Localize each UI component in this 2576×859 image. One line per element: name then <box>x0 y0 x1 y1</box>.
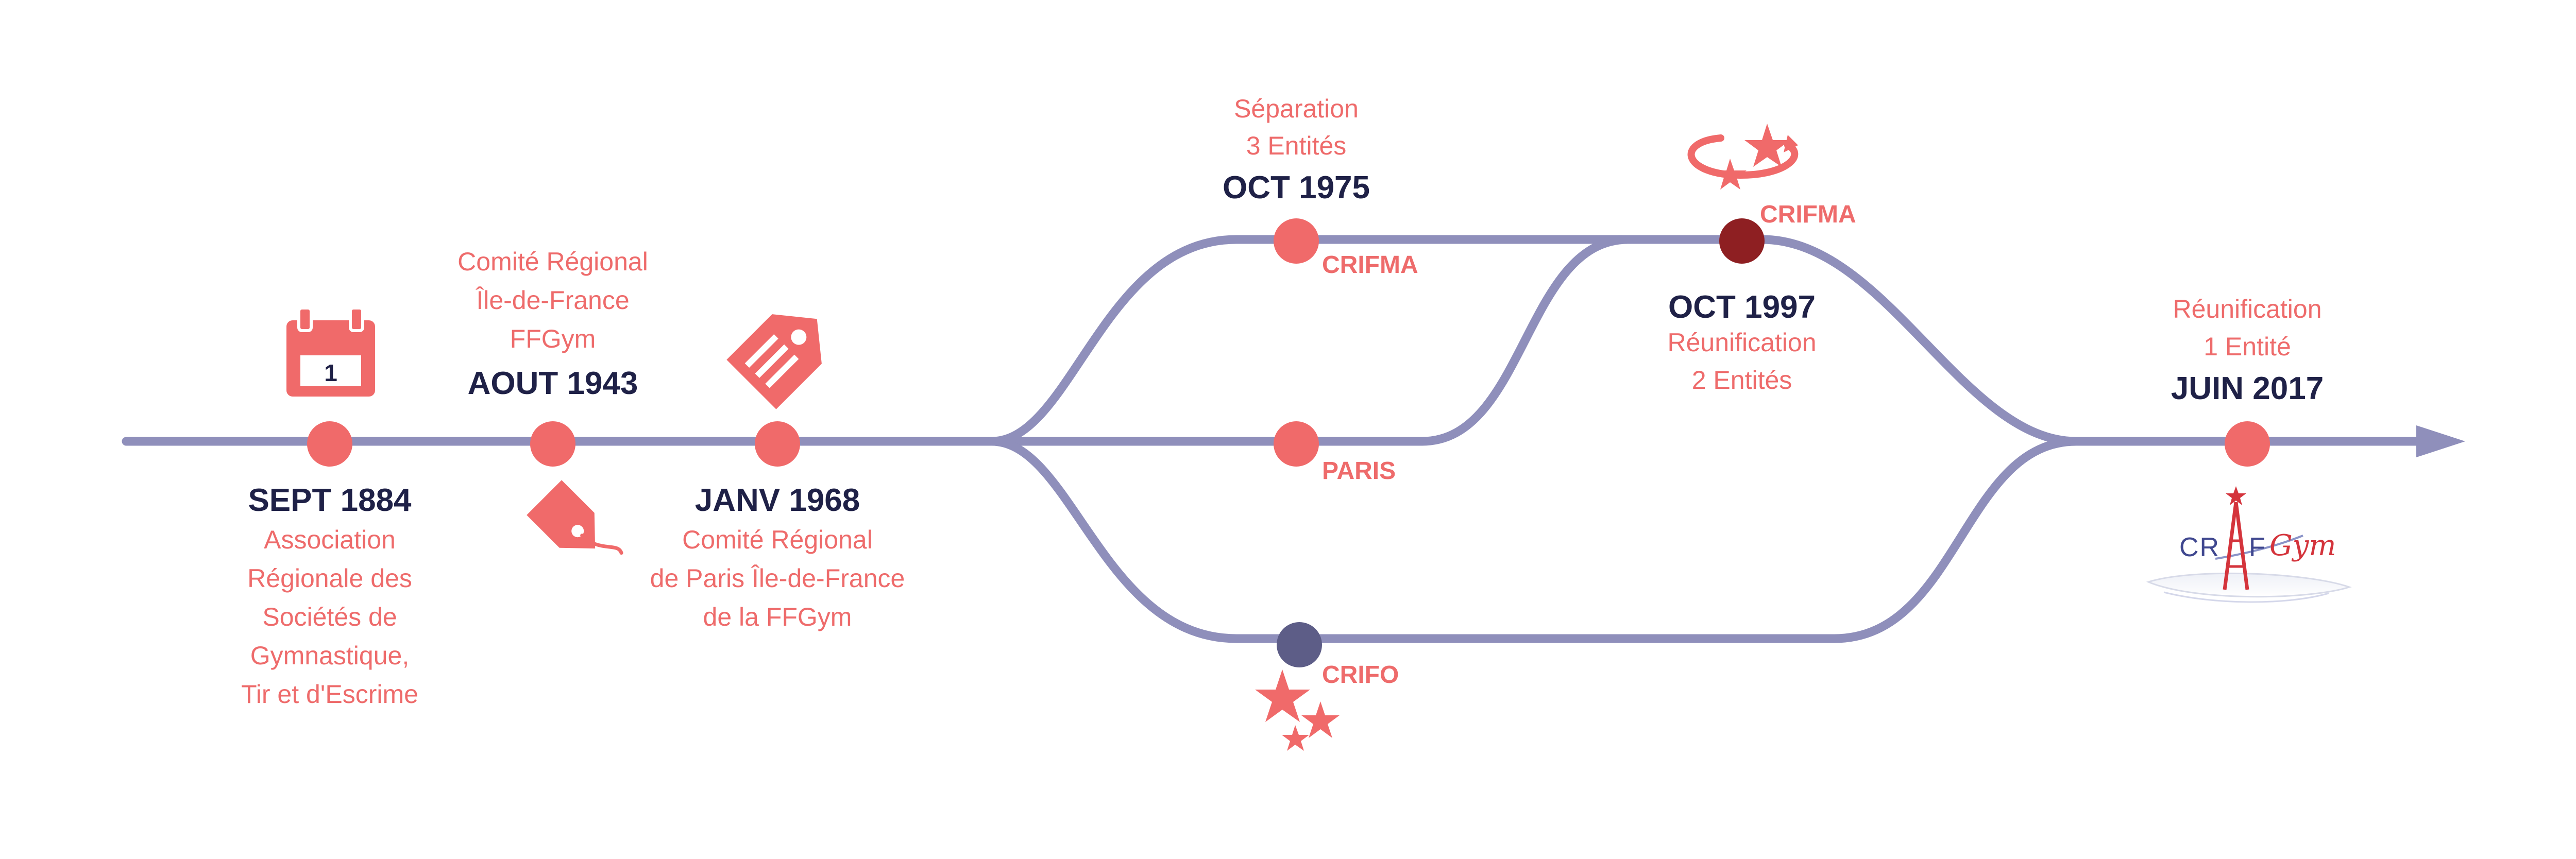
timeline-nodes <box>307 218 2270 667</box>
logo-text-cr: CR <box>2179 532 2220 562</box>
event-1997: OCT 1997 Réunification 2 Entités <box>1667 289 1816 394</box>
event-1997-line-1: Réunification <box>1667 328 1816 357</box>
event-1997-line-2: 2 Entités <box>1692 366 1792 394</box>
event-2017-date: JUIN 2017 <box>2171 371 2324 406</box>
calendar-day: 1 <box>324 359 337 386</box>
event-1943-line-1: Comité Régional <box>457 247 648 276</box>
event-1943-date: AOUT 1943 <box>468 366 638 401</box>
branch-crifma-track <box>987 235 2081 446</box>
event-1943: Comité Régional Île-de-France FFGym AOUT… <box>457 247 648 401</box>
node-1975-crifma <box>1274 218 1319 264</box>
event-2017-line-2: 1 Entité <box>2204 332 2291 361</box>
event-1884-line-1: Association <box>264 525 396 554</box>
event-1975-line-1: Séparation <box>1234 94 1359 123</box>
node-1884 <box>307 421 352 467</box>
node-2017 <box>2225 421 2270 467</box>
timeline-arrowhead <box>2416 425 2465 457</box>
branch-label-crifo: CRIFO <box>1322 661 1399 689</box>
node-1997-crifma <box>1719 218 1765 264</box>
event-1884: SEPT 1884 Association Régionale des Soci… <box>241 483 418 709</box>
event-1975: Séparation 3 Entités OCT 1975 <box>1223 94 1370 205</box>
event-1884-date: SEPT 1884 <box>248 483 412 518</box>
event-1884-line-3: Sociétés de <box>262 603 397 631</box>
event-1884-line-2: Régionale des <box>247 564 412 593</box>
event-2017: Réunification 1 Entité JUIN 2017 <box>2171 295 2324 406</box>
event-1884-line-4: Gymnastique, <box>250 641 409 670</box>
branch-paris-track <box>987 235 1633 446</box>
branch-label-crifma-1975: CRIFMA <box>1322 251 1418 279</box>
event-1943-line-2: Île-de-France <box>475 286 629 315</box>
event-1968-line-1: Comité Régional <box>682 525 873 554</box>
event-1975-date: OCT 1975 <box>1223 170 1370 205</box>
branch-label-paris: PARIS <box>1322 457 1396 485</box>
event-1968-line-3: de la FFGym <box>703 603 852 631</box>
branch-label-crifma-1997: CRIFMA <box>1760 201 1856 228</box>
node-1975-paris <box>1274 421 1319 467</box>
event-1943-line-3: FFGym <box>510 324 596 353</box>
branch-crifo-track <box>987 437 2081 643</box>
rotating-stars-icon <box>1687 124 1799 190</box>
stars-icon <box>1255 669 1340 751</box>
logo-text-gym: Gym <box>2269 529 2336 562</box>
event-1968-line-2: de Paris Île-de-France <box>650 564 905 593</box>
crif-gym-logo: CR F Gym <box>2146 486 2352 603</box>
price-tag-icon <box>726 314 822 409</box>
event-2017-line-1: Réunification <box>2173 295 2321 323</box>
event-1884-line-5: Tir et d'Escrime <box>241 680 418 709</box>
event-1975-line-2: 3 Entités <box>1246 131 1347 160</box>
node-1943 <box>530 421 575 467</box>
node-1968 <box>755 421 800 467</box>
price-tag-icon <box>527 480 623 555</box>
event-1997-date: OCT 1997 <box>1668 289 1816 325</box>
calendar-icon: 1 <box>286 306 375 397</box>
logo-text-f: F <box>2249 532 2265 562</box>
event-1968-date: JANV 1968 <box>695 483 860 518</box>
event-1968: JANV 1968 Comité Régional de Paris Île-d… <box>650 483 905 631</box>
node-1975-crifo <box>1277 622 1322 667</box>
